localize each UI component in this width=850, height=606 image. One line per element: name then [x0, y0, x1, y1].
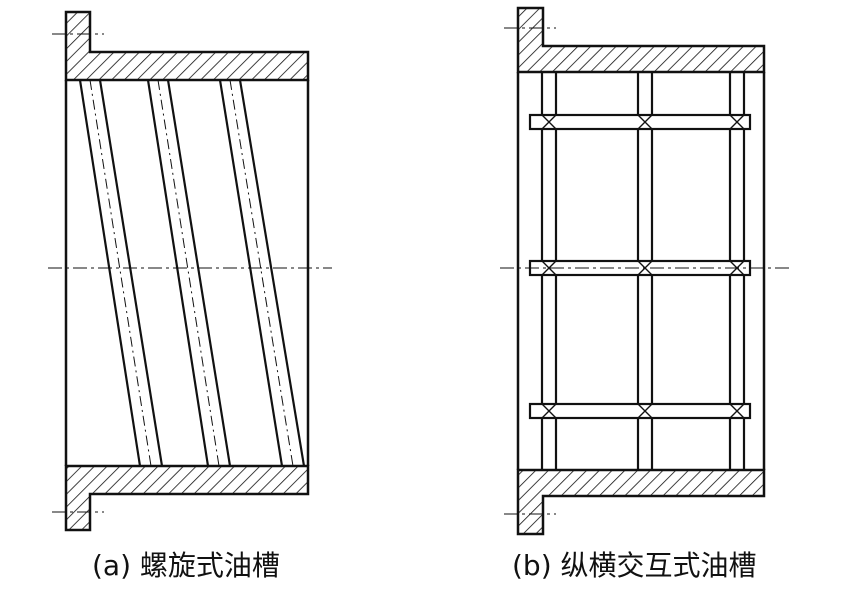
circumferential-groove-3: [528, 402, 752, 420]
top-wall-section-b: [516, 6, 766, 74]
circumferential-grooves: [528, 113, 752, 420]
spiral-grooves: [78, 79, 306, 467]
centerlines-b: [500, 27, 790, 515]
bottom-wall-section-b: [516, 468, 766, 536]
circumferential-groove-1: [528, 113, 752, 131]
spiral-groove-2: [146, 79, 232, 467]
spiral-groove-1: [78, 79, 164, 467]
bottom-wall-section-a: [64, 464, 310, 532]
caption-spiral-oil-groove: (a) 螺旋式油槽: [92, 549, 280, 582]
top-wall-section-a: [64, 10, 310, 82]
bushing-a: [64, 10, 310, 532]
bushing-b: [516, 6, 766, 536]
spiral-groove-3: [218, 79, 306, 467]
centerlines-a: [48, 33, 332, 513]
caption-cross-oil-groove: (b) 纵横交互式油槽: [512, 549, 757, 582]
